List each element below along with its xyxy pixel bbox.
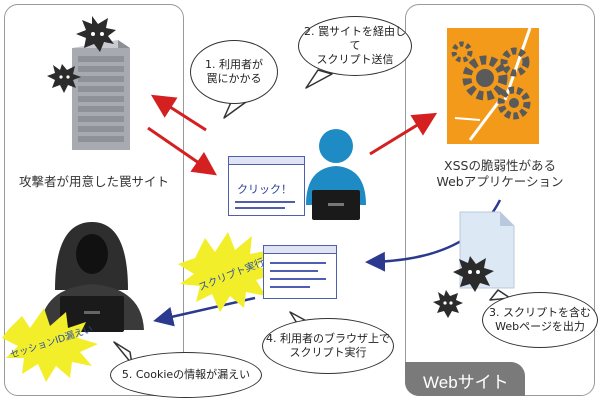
click-label: クリック！	[237, 183, 292, 196]
step-5-line1: 5. Cookieの情報が漏えい	[121, 368, 251, 381]
gears-icon	[447, 27, 539, 144]
step-2-line2: スクリプト送信	[316, 53, 394, 66]
window-titlebar	[229, 157, 304, 165]
step-3-line2: Webページを出力	[495, 320, 585, 333]
step-1-line2: 罠にかかる	[206, 72, 262, 85]
burst-icon-session	[2, 308, 98, 382]
website-tab: Webサイト	[405, 362, 525, 396]
browser-window-script	[263, 245, 337, 299]
user-icon	[306, 129, 366, 220]
trap-site-label: 攻撃者が用意した罠サイト	[18, 174, 169, 189]
arrow-user-to-webapp	[369, 112, 438, 156]
step-4-line1: 4. 利用者のブラウザ上で	[266, 332, 390, 345]
step-4-line2: スクリプト実行	[289, 346, 367, 359]
hacker-icon	[40, 222, 144, 332]
step-1-bubble: 1. 利用者が 罠にかかる	[190, 40, 278, 104]
step-3-bubble: 3. スクリプトを含む Webページを出力	[482, 292, 598, 348]
virus-icon	[47, 16, 116, 93]
arrow-user-to-trap	[150, 94, 207, 132]
step-3-line1: 3. スクリプトを含む	[489, 306, 591, 319]
xss-vuln-label: XSSの脆弱性がある Webアプリケーション	[412, 158, 588, 190]
burst-icon-script	[178, 232, 276, 312]
step-1-line1: 1. 利用者が	[205, 58, 263, 71]
arrow-trap-to-user	[147, 126, 217, 176]
xss-vuln-line1: XSSの脆弱性がある	[444, 158, 556, 173]
server-icon	[72, 40, 130, 150]
step-5-bubble: 5. Cookieの情報が漏えい	[110, 352, 262, 398]
step-2-bubble: 2. 罠サイトを経由して スクリプト送信	[298, 16, 412, 76]
browser-window-click: クリック！	[228, 156, 305, 216]
virus-icon-doc	[433, 256, 494, 318]
step-2-line1: 2. 罠サイトを経由して	[304, 25, 406, 52]
step-4-bubble: 4. 利用者のブラウザ上で スクリプト実行	[262, 318, 394, 374]
xss-vuln-line2: Webアプリケーション	[436, 174, 564, 189]
window-titlebar	[264, 246, 336, 254]
website-label: Webサイト	[423, 373, 509, 392]
